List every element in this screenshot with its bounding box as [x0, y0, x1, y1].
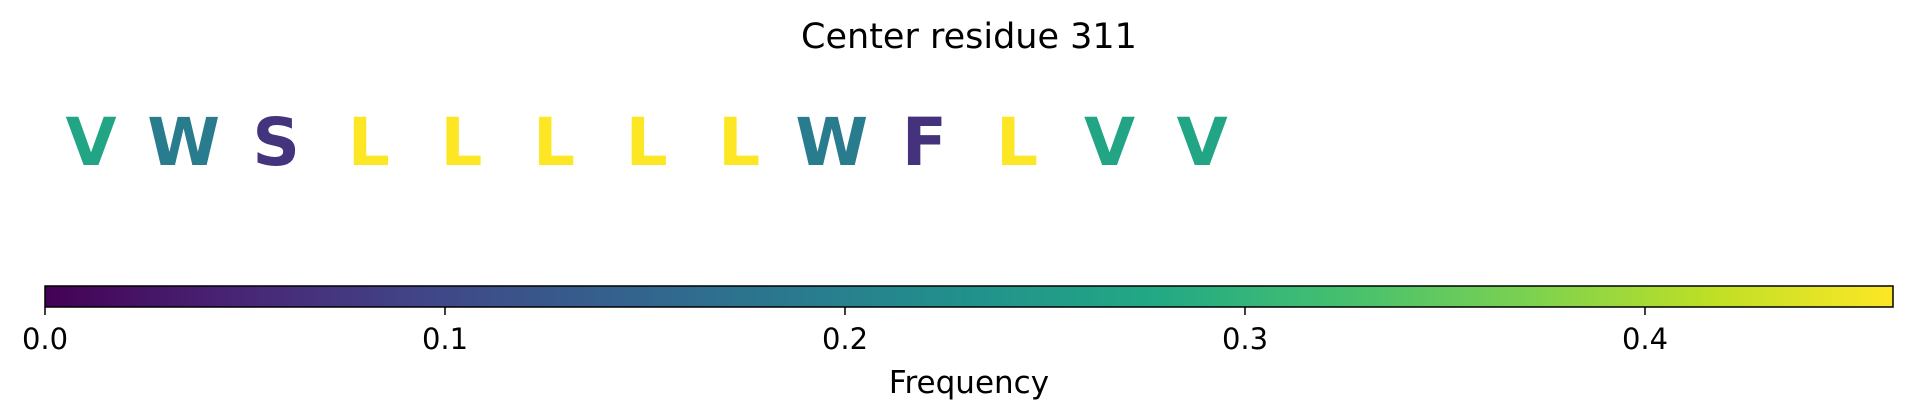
colorbar-ticks: 0.0 0.1 0.2 0.3 0.4 — [22, 307, 1668, 356]
residue-letter: L — [718, 104, 760, 181]
residue-letter: L — [440, 104, 482, 181]
residue-letter: W — [795, 104, 868, 181]
residue-letter: S — [252, 104, 300, 181]
colorbar-tick-label: 0.4 — [1622, 322, 1668, 356]
residue-letter: V — [65, 104, 116, 181]
residue-letter: F — [902, 104, 947, 181]
colorbar-tick-label: 0.1 — [422, 322, 468, 356]
colorbar-gradient — [45, 286, 1893, 307]
colorbar-tick-label: 0.2 — [822, 322, 868, 356]
colorbar-tick-label: 0.0 — [22, 322, 68, 356]
colorbar-tick-label: 0.3 — [1222, 322, 1268, 356]
residue-letter: W — [147, 104, 220, 181]
chart-title: Center residue 311 — [801, 17, 1137, 57]
residue-letter: L — [626, 104, 668, 181]
residue-letter: L — [348, 104, 390, 181]
colorbar-label: Frequency — [889, 365, 1049, 401]
residue-letter: L — [996, 104, 1038, 181]
colorbar-frame — [44, 285, 1894, 308]
residue-letter: V — [1084, 104, 1135, 181]
residue-letter: L — [533, 104, 575, 181]
residue-letter: V — [1177, 104, 1228, 181]
colorbar: 0.0 0.1 0.2 0.3 0.4 — [22, 285, 1894, 356]
